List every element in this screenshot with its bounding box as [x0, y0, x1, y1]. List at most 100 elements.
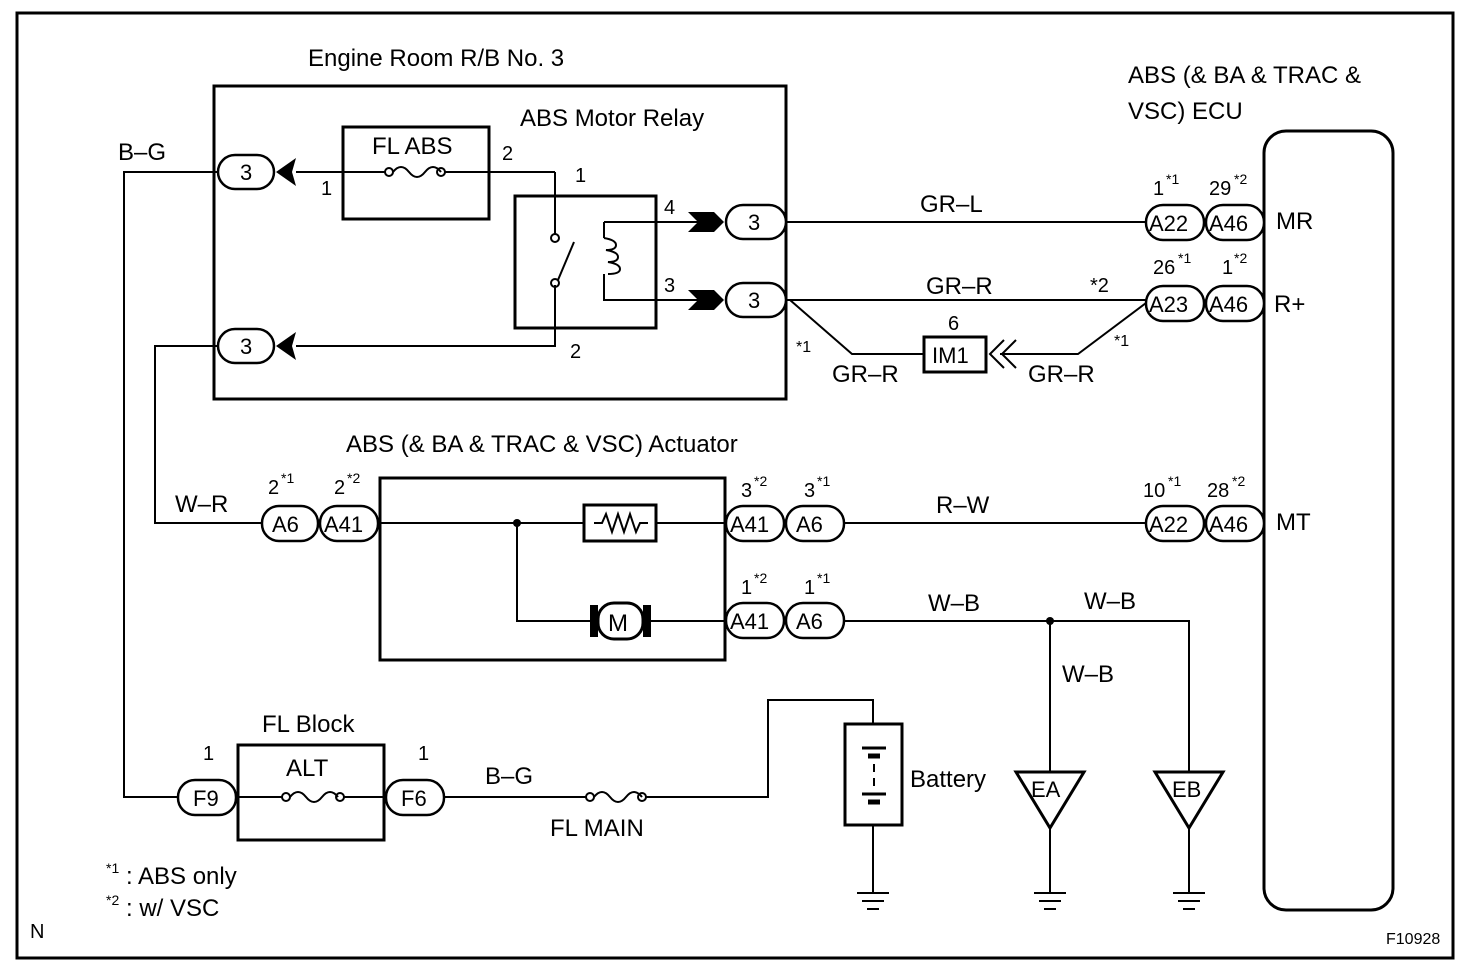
wire-label-w-r: W–R	[175, 491, 228, 518]
ground-eb: EB	[1152, 770, 1226, 910]
connector-a6-left	[260, 504, 320, 543]
connector-a46-mt-label: A46	[1209, 512, 1248, 537]
wire-label-gr-r-top: GR–R	[926, 273, 993, 300]
pin-a22-mt: 10	[1143, 480, 1165, 502]
connector-a22-mt	[1144, 504, 1206, 543]
pin-f9: 1	[203, 743, 214, 765]
fl-main-fuse-icon	[585, 791, 647, 803]
note-2-mark: *2	[106, 892, 119, 908]
pin-a6-right-top: 3	[804, 480, 815, 502]
note-2-text: : w/ VSC	[126, 895, 219, 922]
actuator-title: ABS (& BA & TRAC & VSC) Actuator	[346, 431, 738, 458]
battery-box	[843, 722, 904, 827]
ground-ea-label: EA	[1031, 777, 1061, 802]
fl-main-label: FL MAIN	[550, 815, 644, 842]
ecu-title-line-1: ABS (& BA & TRAC &	[1128, 62, 1361, 89]
mark-a41-right-bottom: *2	[754, 570, 767, 586]
connector-a46-r	[1204, 284, 1266, 323]
pin-a46-mr: 29	[1209, 178, 1231, 200]
connector-a46-mr	[1204, 203, 1266, 242]
ecu-terminal-mr: MR	[1276, 208, 1313, 235]
battery-icon	[862, 746, 886, 805]
connector-a41-right-top	[724, 504, 786, 543]
wire-w-r	[154, 345, 262, 524]
connector-a23	[1144, 284, 1206, 323]
mark-a41-right-top: *2	[754, 473, 767, 489]
pin-a6-right-bottom: 1	[804, 577, 815, 599]
connector-f6-label: F6	[401, 786, 427, 811]
mark-im1-left: *1	[796, 339, 811, 356]
mark-a6-right-top: *1	[817, 473, 830, 489]
connector-a22-mr-label: A22	[1149, 211, 1188, 236]
mark-a46-mt: *2	[1232, 473, 1245, 489]
junction-connector-icon	[988, 339, 1017, 369]
pin-fl-abs-1: 1	[321, 178, 332, 200]
wire-label-bg-bottom: B–G	[485, 763, 533, 790]
mark-a46-r: *2	[1234, 250, 1247, 266]
ground-eb-label: EB	[1172, 777, 1201, 802]
wire-label-gr-r-left: GR–R	[832, 361, 899, 388]
pin-relay-4: 4	[664, 197, 675, 219]
motor-label: M	[608, 610, 628, 637]
pin-f6: 1	[418, 743, 429, 765]
connector-a41-right-bottom	[724, 601, 786, 640]
mark-im1-right: *1	[1114, 333, 1129, 350]
pin-a41-right-top: 3	[741, 480, 752, 502]
connector-a22-mr	[1144, 203, 1206, 242]
connector-rb-3-right-bottom-label: 3	[748, 288, 760, 313]
pin-relay-1: 1	[575, 165, 586, 187]
pin-fl-abs-2: 2	[502, 143, 513, 165]
mark-a6-right-bottom: *1	[817, 570, 830, 586]
connector-a6-right-bottom-label: A6	[796, 609, 823, 634]
abs-motor-relay-box	[513, 194, 658, 330]
mark-a23: *1	[1178, 250, 1191, 266]
connector-a46-r-label: A46	[1209, 292, 1248, 317]
connector-a46-mt	[1204, 504, 1266, 543]
connector-a41-left-label: A41	[324, 512, 363, 537]
wire-label-gr-r-right: GR–R	[1028, 361, 1095, 388]
relay-title: ABS Motor Relay	[520, 105, 704, 132]
wire-label-gr-l: GR–L	[920, 191, 983, 218]
ground-icon	[1034, 828, 1066, 910]
wire-label-bg-top: B–G	[118, 139, 166, 166]
connector-a22-mt-label: A22	[1149, 512, 1188, 537]
pin-a41-left: 2	[334, 477, 345, 499]
connector-rb-3-bottom-left-label: 3	[240, 334, 252, 359]
male-terminal-icon	[688, 212, 724, 232]
relay-coil-icon	[603, 221, 700, 301]
pin-im1: 6	[948, 313, 959, 335]
fl-abs-label: FL ABS	[372, 133, 452, 160]
note-1-mark: *1	[106, 860, 119, 876]
corner-n: N	[30, 921, 44, 943]
connector-f9-label: F9	[193, 786, 219, 811]
ecu-title-line-2: VSC) ECU	[1128, 98, 1243, 125]
ground-ea: EA	[1013, 770, 1087, 910]
mark-a41-left: *2	[347, 470, 360, 486]
battery-label: Battery	[910, 766, 986, 793]
ecu-terminal-mt: MT	[1276, 509, 1311, 536]
note-1-text: : ABS only	[126, 863, 237, 890]
wire-battery-positive	[646, 699, 874, 798]
pin-a46-r: 1	[1222, 257, 1233, 279]
connector-a46-mr-label: A46	[1209, 211, 1248, 236]
pin-a6-left: 2	[268, 477, 279, 499]
alt-fuse-icon	[236, 791, 388, 803]
connector-f9	[176, 778, 238, 817]
alt-label: ALT	[286, 755, 329, 782]
pin-a46-mt: 28	[1207, 480, 1229, 502]
pin-a23: 26	[1153, 257, 1175, 279]
wire-label-w-b-3: W–B	[1062, 661, 1114, 688]
female-terminal-icon	[276, 158, 296, 186]
resistor-icon	[594, 510, 648, 536]
pin-relay-2: 2	[570, 341, 581, 363]
connector-im1	[922, 335, 988, 374]
pin-relay-3: 3	[664, 275, 675, 297]
outer-frame	[15, 11, 1455, 960]
relay-switch-icon	[550, 172, 575, 288]
ecu-terminal-r-plus: R+	[1274, 291, 1305, 318]
motor-icon: M	[590, 601, 651, 641]
wire-label-r-w: R–W	[936, 492, 990, 519]
connector-rb-3-top-left-label: 3	[240, 160, 252, 185]
wire-w-b	[844, 620, 1190, 772]
connector-a41-right-top-label: A41	[730, 512, 769, 537]
